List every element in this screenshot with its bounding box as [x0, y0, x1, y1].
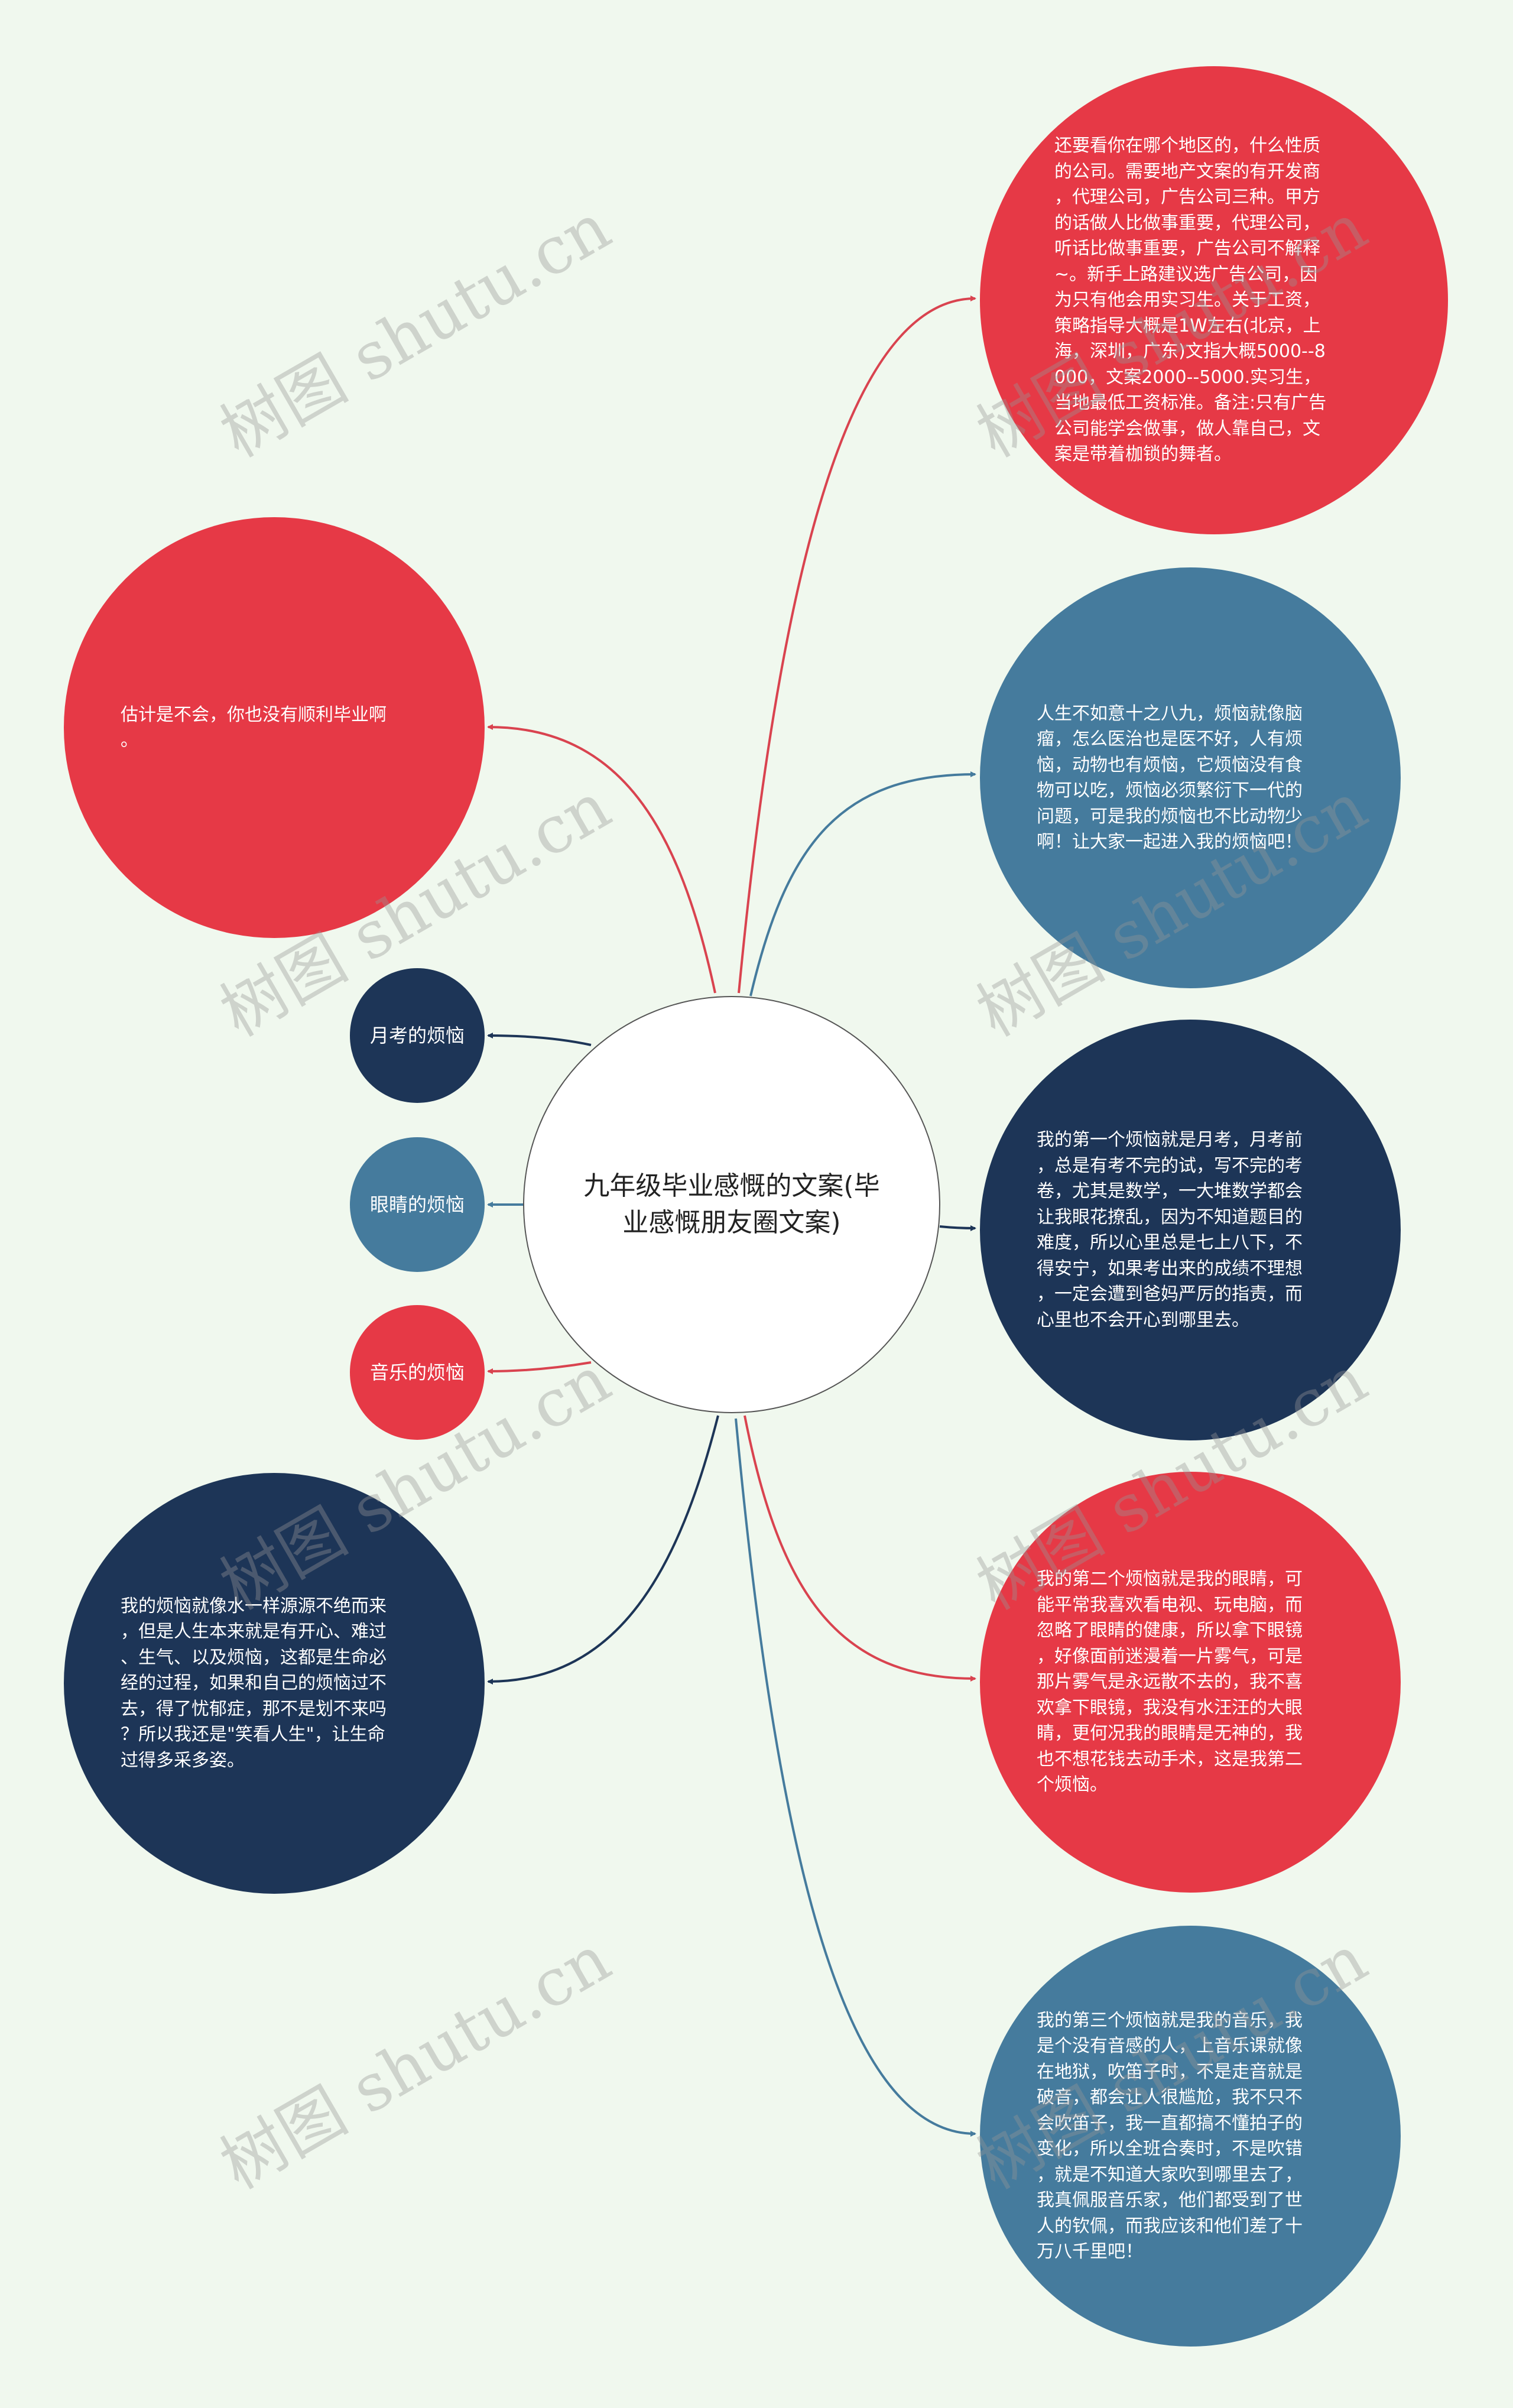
- link-right-4: [743, 1415, 976, 1682]
- right-node-4[interactable]: 我的第二个烦恼就是我的眼睛，可 能平常我喜欢看电视、玩电脑，而 忽略了眼睛的健康…: [980, 1472, 1401, 1893]
- right-node-5-text: 我的第三个烦恼就是我的音乐，我 是个没有音感的人，上音乐课就像 在地狱，吹笛子时…: [1037, 2010, 1303, 2263]
- right-node-1[interactable]: 还要看你在哪个地区的，什么性质 的公司。需要地产文案的有开发商 ，代理公司，广告…: [980, 66, 1448, 534]
- left-node-2[interactable]: 月考的烦恼: [350, 968, 485, 1103]
- right-node-2[interactable]: 人生不如意十之八九，烦恼就像脑 瘤，怎么医治也是医不好，人有烦 恼，动物也有烦恼…: [980, 567, 1401, 988]
- link-right-5: [735, 1418, 976, 2137]
- right-node-4-text: 我的第二个烦恼就是我的眼睛，可 能平常我喜欢看电视、玩电脑，而 忽略了眼睛的健康…: [1037, 1569, 1303, 1796]
- left-node-4-text: 音乐的烦恼: [369, 1361, 465, 1384]
- center-topic[interactable]: 九年级毕业感慨的文案(毕 业感慨朋友圈文案): [523, 996, 940, 1413]
- right-node-3-text: 我的第一个烦恼就是月考，月考前 ，总是有考不完的试，写不完的考 卷，尤其是数学，…: [1037, 1130, 1303, 1330]
- right-node-3[interactable]: 我的第一个烦恼就是月考，月考前 ，总是有考不完的试，写不完的考 卷，尤其是数学，…: [980, 1020, 1401, 1440]
- left-node-5-text: 我的烦恼就像水一样源源不绝而来 ，但是人生本来就是有开心、难过 、生气、以及烦恼…: [121, 1595, 387, 1771]
- link-right-3: [939, 1225, 976, 1231]
- link-left-4: [487, 1361, 592, 1374]
- link-left-5: [487, 1415, 719, 1685]
- link-right-2: [749, 771, 976, 997]
- link-left-1: [487, 724, 716, 994]
- left-node-1[interactable]: 估计是不会，你也没有顺利毕业啊 。: [64, 517, 485, 938]
- left-node-2-text: 月考的烦恼: [369, 1024, 465, 1047]
- left-node-3-text: 眼睛的烦恼: [369, 1193, 465, 1216]
- left-node-5[interactable]: 我的烦恼就像水一样源源不绝而来 ，但是人生本来就是有开心、难过 、生气、以及烦恼…: [64, 1473, 485, 1894]
- center-topic-text: 九年级毕业感慨的文案(毕 业感慨朋友圈文案): [583, 1171, 880, 1238]
- link-right-1: [738, 296, 976, 994]
- left-node-1-text: 估计是不会，你也没有顺利毕业啊 。: [121, 704, 387, 751]
- right-node-5[interactable]: 我的第三个烦恼就是我的音乐，我 是个没有音感的人，上音乐课就像 在地狱，吹笛子时…: [980, 1926, 1401, 2347]
- left-node-3[interactable]: 眼睛的烦恼: [350, 1137, 485, 1272]
- right-node-1-text: 还要看你在哪个地区的，什么性质 的公司。需要地产文案的有开发商 ，代理公司，广告…: [1054, 135, 1327, 465]
- right-node-2-text: 人生不如意十之八九，烦恼就像脑 瘤，怎么医治也是医不好，人有烦 恼，动物也有烦恼…: [1037, 703, 1303, 853]
- left-node-4[interactable]: 音乐的烦恼: [350, 1305, 485, 1440]
- link-left-2: [487, 1033, 592, 1046]
